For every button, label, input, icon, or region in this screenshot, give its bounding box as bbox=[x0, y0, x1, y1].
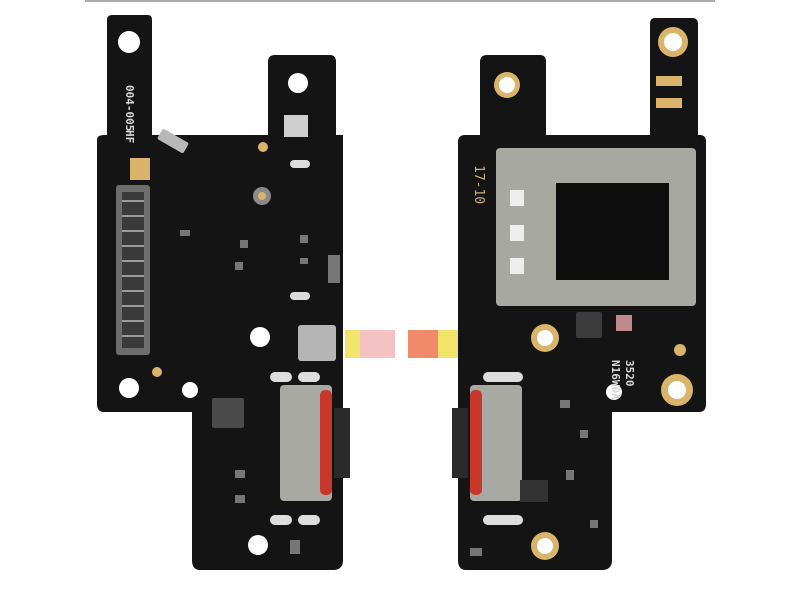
logo-mark bbox=[130, 158, 150, 180]
left-pcb-board: 004-005 HF bbox=[97, 15, 350, 570]
silkscreen-code-2: N16W0A bbox=[609, 360, 622, 400]
mounting-hole bbox=[537, 330, 553, 346]
silkscreen-mark: HF bbox=[123, 130, 136, 143]
silkscreen-part-number: 17-10 bbox=[471, 165, 486, 204]
mounting-hole bbox=[182, 382, 198, 398]
qr-code bbox=[284, 115, 308, 137]
mounting-hole bbox=[250, 327, 270, 347]
right-pcb-board: 17-10 3520 N16W0A bbox=[452, 18, 706, 570]
mounting-hole bbox=[668, 381, 686, 399]
usb-c-port bbox=[470, 385, 522, 501]
mounting-hole bbox=[499, 77, 515, 93]
color-strip-artifact bbox=[345, 330, 500, 358]
mounting-hole bbox=[664, 33, 682, 51]
silkscreen-part-number: 004-005 bbox=[123, 85, 136, 131]
usb-c-port bbox=[280, 385, 332, 501]
microphone bbox=[298, 325, 336, 361]
mounting-hole bbox=[288, 73, 308, 93]
mounting-hole bbox=[537, 538, 553, 554]
mounting-hole bbox=[119, 378, 139, 398]
mounting-hole bbox=[248, 535, 268, 555]
mounting-hole bbox=[118, 31, 140, 53]
silkscreen-code-1: 3520 bbox=[623, 360, 636, 387]
